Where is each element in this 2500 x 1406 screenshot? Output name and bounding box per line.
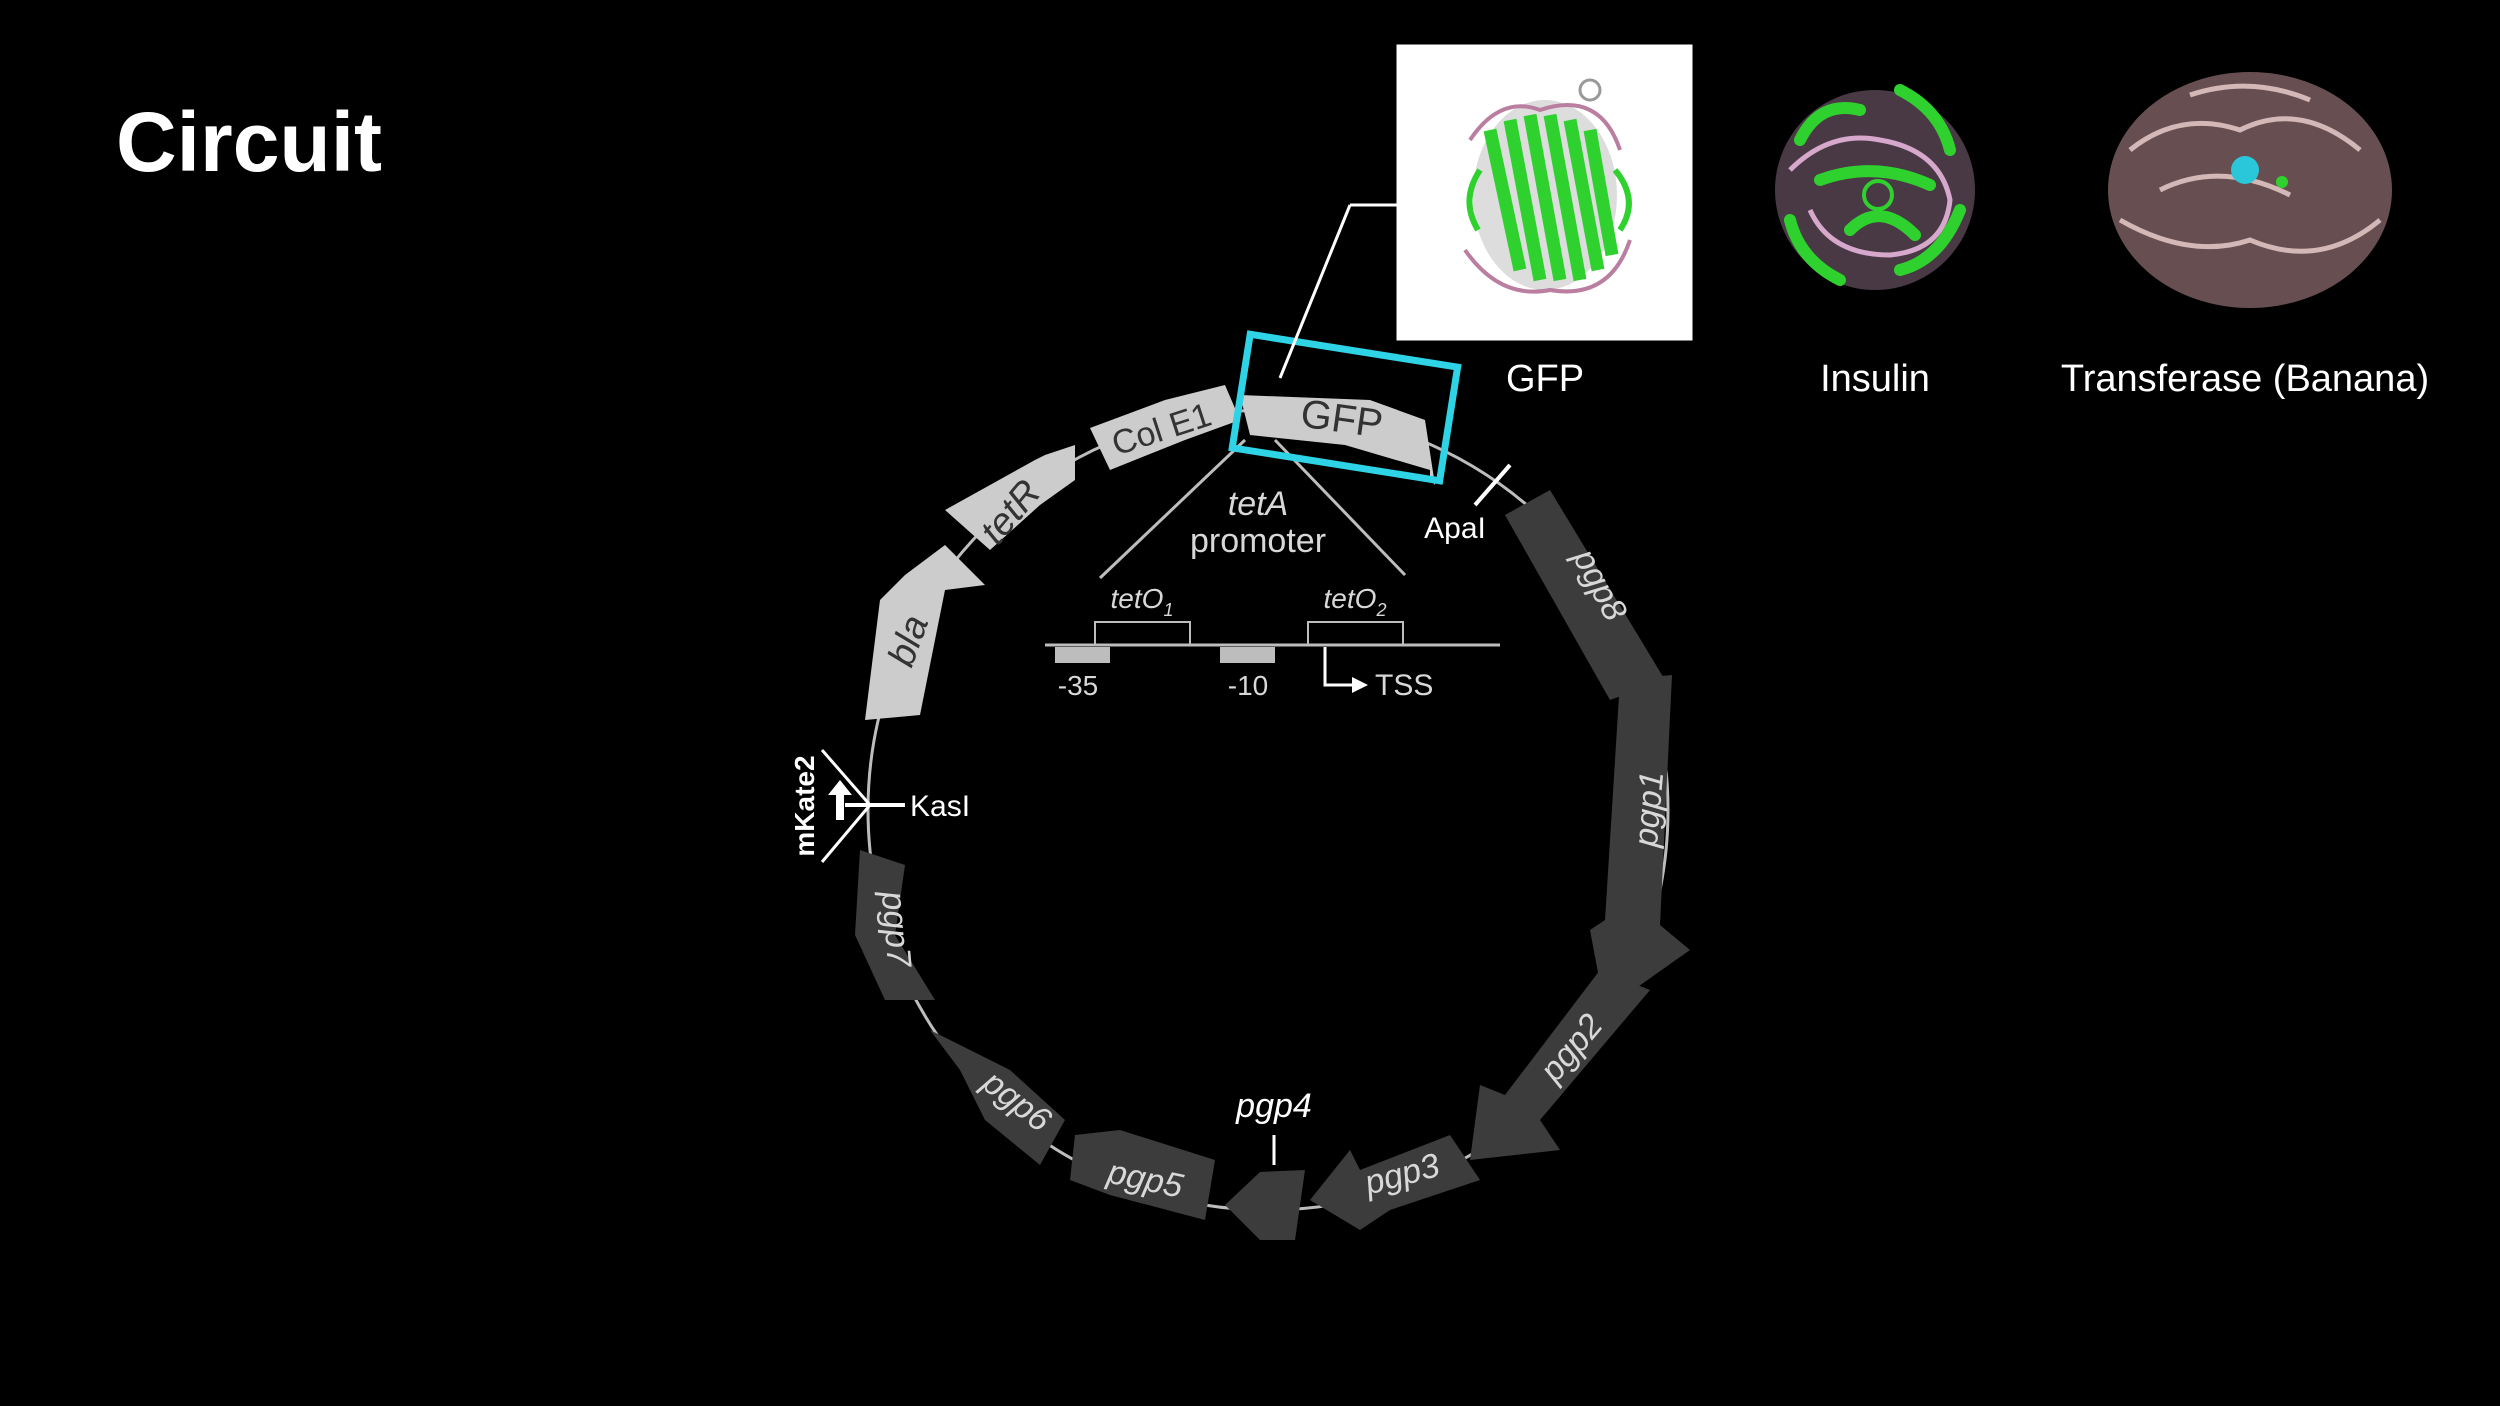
- gene-arrow-pgp6: [930, 1030, 1065, 1165]
- tetO1-label: tetO1: [1111, 583, 1174, 620]
- gene-arrow-bla: [865, 545, 985, 720]
- mkate2-direction-arrow-icon: [828, 780, 852, 820]
- minus35-element: [1055, 647, 1110, 663]
- transferase-structure-image: [2108, 72, 2392, 308]
- gfp-structure-image: [1463, 78, 1632, 294]
- gene-arrow-pgp7: [855, 850, 935, 1000]
- promoter-expansion-line-left: [1098, 438, 1247, 580]
- mkate2-label: mKate2: [789, 755, 820, 856]
- tss-label: TSS: [1375, 669, 1433, 702]
- minus10-element: [1220, 647, 1275, 663]
- protein-label-insulin: Insulin: [1820, 358, 1930, 400]
- gfp-callout-line: [1278, 204, 1352, 379]
- apal-site-marker: [1473, 463, 1512, 507]
- gene-arrow-colE1: [1090, 385, 1240, 470]
- promoter-expansion-line-right: [1273, 438, 1407, 577]
- tss-arrow-icon: [1323, 647, 1355, 687]
- minus10-label: -10: [1228, 670, 1268, 701]
- gene-label-pgp4: pgp4: [1235, 1087, 1312, 1125]
- gene-arrow-gfp: [1240, 395, 1435, 485]
- insulin-structure-image: [1775, 84, 1975, 290]
- kasl-site-label: KasI: [910, 790, 970, 823]
- gene-arrow-pgp8: [1505, 490, 1665, 700]
- gene-arrow-pgp1: [1590, 675, 1690, 1010]
- gene-label-pgp7: pgp7: [874, 889, 919, 970]
- protein-label-transferase: Transferase (Banana): [2060, 358, 2430, 400]
- gene-arrow-pgp3: [1310, 1135, 1480, 1230]
- promoter-name: promoter: [1190, 522, 1326, 560]
- gene-label-pgp1: pgp1: [1627, 770, 1672, 850]
- tss-arrowhead-icon: [1352, 677, 1368, 693]
- gene-arrow-tetR: [945, 445, 1075, 550]
- gfp-highlight-box: [1228, 330, 1462, 485]
- gene-arrow-pgp4: [1225, 1170, 1305, 1240]
- mkate2-insertion-line-top: [820, 749, 872, 806]
- minus35-label: -35: [1058, 670, 1098, 701]
- gene-arrow-pgp5: [1070, 1130, 1215, 1220]
- apal-site-label: ApaI: [1424, 512, 1486, 545]
- tetO2-box: [1307, 621, 1404, 646]
- tetO1-box: [1094, 621, 1191, 646]
- gene-arrow-pgp2: [1470, 970, 1650, 1160]
- tetO2-label: tetO2: [1324, 583, 1387, 620]
- slide-title: Circuit: [116, 95, 383, 189]
- mkate2-insertion-line-bottom: [820, 804, 872, 863]
- protein-label-gfp: GFP: [1505, 358, 1585, 400]
- promoter-name-italic: tetA: [1228, 485, 1288, 523]
